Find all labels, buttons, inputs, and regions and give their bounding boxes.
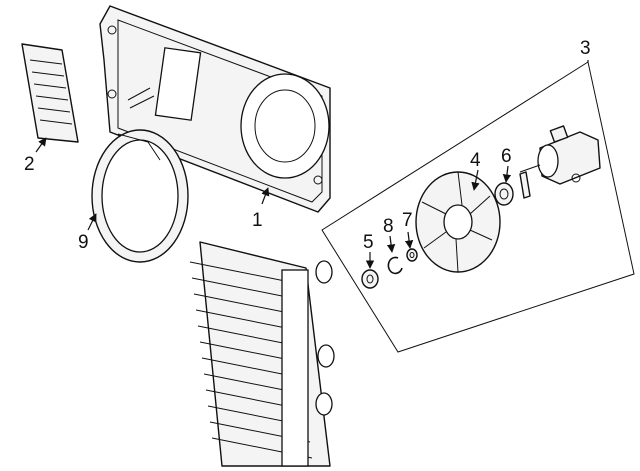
callout-4: 4 — [470, 150, 481, 171]
cover-plate-part[interactable] — [21, 43, 79, 143]
shroud-ring-part[interactable] — [91, 129, 189, 263]
fan-motor-part[interactable] — [519, 125, 601, 185]
callout-7: 7 — [402, 210, 413, 231]
callout-9: 9 — [78, 232, 89, 253]
pin-part[interactable] — [519, 171, 531, 199]
callout-5: 5 — [363, 232, 374, 253]
callout-3: 3 — [580, 38, 591, 59]
callout-6: 6 — [501, 146, 512, 167]
callout-2: 2 — [24, 154, 35, 175]
washer-part[interactable] — [361, 269, 379, 289]
leader-lines — [35, 60, 589, 269]
clip-part[interactable] — [387, 256, 403, 275]
fan-part[interactable] — [415, 171, 501, 273]
assembly-outline — [321, 61, 635, 353]
callout-8: 8 — [383, 216, 394, 237]
radiator-part[interactable] — [189, 241, 335, 467]
hub-part[interactable] — [494, 182, 514, 206]
nut-part[interactable] — [406, 248, 418, 262]
callout-1: 1 — [252, 210, 263, 231]
fan-shroud-part[interactable] — [99, 5, 331, 213]
